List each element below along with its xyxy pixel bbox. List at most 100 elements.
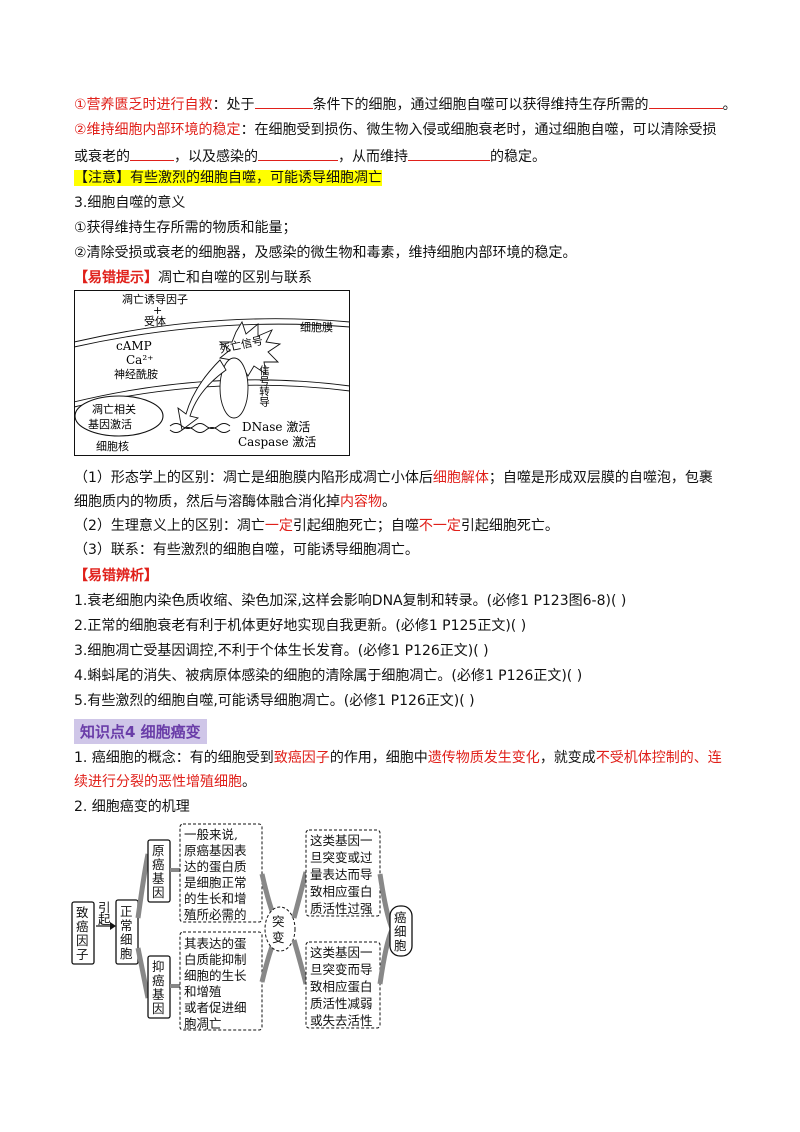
significance-2: ②清除受损或衰老的细胞器，及感染的微生物和毒素，维持细胞内部环境的稳定。 — [74, 245, 577, 261]
gene-activation-line1: 凋亡相关 — [92, 402, 136, 416]
supp-desc-text: 其表达的蛋 白质能抑制 细胞的生长 和增殖 或者促进细 胞凋亡 — [184, 936, 247, 1031]
nucleus-label: 细胞核 — [96, 439, 129, 453]
quiz-item-1: 1.衰老细胞内染色质收缩、染色加深,这样会影响DNA复制和转录。(必修1 P12… — [74, 593, 627, 609]
diff-1-red2: 内容物 — [340, 494, 382, 510]
diff-1-red: 细胞解体 — [432, 470, 489, 486]
point-2-label: ②维持细胞内部环境的稳定 — [74, 122, 241, 138]
svg-text:量表达而导: 量表达而导 — [310, 867, 373, 882]
svg-text:因: 因 — [76, 933, 89, 948]
blank-5[interactable] — [408, 146, 490, 161]
autophagy-point-2: ②维持细胞内部环境的稳定：在细胞受到损伤、微生物入侵或细胞衰老时，通过细胞自噬，… — [74, 120, 717, 140]
cancer-mechanism-diagram: 致 癌 因 子 引 起 正 常 细 胞 原 癌 基 因 抑 癌 基 因 一般来说… — [71, 823, 413, 1031]
significance-title: 3.细胞自噬的意义 — [74, 195, 186, 211]
svg-text:和增殖: 和增殖 — [184, 984, 222, 999]
blank-1[interactable] — [254, 94, 313, 109]
diff-2-red2: 不一定 — [418, 518, 461, 534]
quiz-item-2: 2.正常的细胞衰老有利于机体更好地实现自我更新。(必修1 P125正文)( ) — [74, 618, 527, 634]
proto-desc-box — [179, 823, 263, 923]
autophagy-point-1: ①营养匮乏时进行自救：处于条件下的细胞，通过细胞自噬可以获得维持生存所需的。 — [74, 94, 737, 115]
concept-end: 。 — [242, 774, 256, 790]
point-1-label: ①营养匮乏时进行自救 — [74, 97, 213, 113]
svg-text:这类基因一: 这类基因一 — [310, 833, 373, 848]
cancer-concept-cont: 续进行分裂的恶性增殖细胞。 — [74, 772, 256, 792]
dnase-label: DNase 激活 — [242, 420, 310, 434]
cancer-cell-text: 癌 细 胞 — [394, 910, 407, 953]
cancer-cell-box — [389, 905, 413, 957]
difference-1: （1）形态学上的区别：凋亡是细胞膜内陷形成凋亡小体后细胞解体；自噬是形成双层膜的… — [74, 468, 713, 488]
svg-text:抑: 抑 — [152, 959, 165, 974]
svg-text:的生长和增: 的生长和增 — [184, 891, 247, 906]
svg-text:癌: 癌 — [152, 973, 165, 988]
diff-2-red: 一定 — [264, 518, 293, 534]
point-2-text-c: ，以及感染的 — [174, 149, 258, 165]
camp-label: cAMP — [116, 339, 152, 353]
autophagy-point-2-cont: 或衰老的，以及感染的，从而维持的稳定。 — [74, 146, 546, 167]
svg-text:这类基因一: 这类基因一 — [310, 945, 373, 960]
svg-text:因: 因 — [152, 1001, 165, 1016]
svg-text:殖所必需的: 殖所必需的 — [184, 907, 247, 922]
svg-text:细: 细 — [120, 932, 133, 947]
svg-text:质活性过强: 质活性过强 — [310, 901, 373, 916]
cancer-concept: 1. 癌细胞的概念：有的细胞受到致癌因子的作用，细胞中遗传物质发生变化，就变成不… — [74, 748, 722, 768]
svg-text:胞凋亡: 胞凋亡 — [184, 1016, 222, 1031]
svg-text:其表达的蛋: 其表达的蛋 — [184, 936, 247, 951]
diff-1-d: 。 — [382, 494, 396, 510]
svg-text:致相应蛋白: 致相应蛋白 — [310, 884, 373, 899]
blank-4[interactable] — [258, 146, 338, 161]
concept-red3: 不受机体控制的、连 — [595, 750, 722, 766]
concept-red2: 遗传物质发生变化 — [427, 750, 540, 766]
diff-1-c: 细胞质内的物质，然后与溶酶体融合消化掉 — [74, 494, 340, 510]
signal-ellipse — [219, 357, 249, 419]
receptor-label: 受体 — [144, 314, 166, 328]
tip-text: 凋亡和自噬的区别与联系 — [158, 270, 312, 286]
svg-text:正: 正 — [120, 904, 133, 919]
svg-text:旦突变而导: 旦突变而导 — [310, 962, 373, 977]
quiz-title: 【易错辨析】 — [74, 568, 158, 584]
concept-red4: 续进行分裂的恶性增殖细胞 — [74, 774, 242, 790]
ca-label: Ca²⁺ — [126, 353, 153, 367]
svg-text:白质能抑制: 白质能抑制 — [184, 952, 247, 967]
svg-text:致相应蛋白: 致相应蛋白 — [310, 979, 373, 994]
supp-result-text: 这类基因一 旦突变而导 致相应蛋白 质活性减弱 或失去活性 — [310, 945, 373, 1028]
protooncogene-text: 原 癌 基 因 — [152, 843, 165, 900]
diff-1-a: （1）形态学上的区别：凋亡是细胞膜内陷形成凋亡小体后 — [74, 470, 433, 486]
tip-line: 【易错提示】凋亡和自噬的区别与联系 — [74, 268, 312, 288]
blank-2[interactable] — [648, 94, 723, 109]
svg-text:致: 致 — [76, 905, 89, 920]
diff-2-a: （2）生理意义上的区别：凋亡 — [74, 518, 265, 534]
concept-red1: 致癌因子 — [273, 750, 330, 766]
difference-1-cont: 细胞质内的物质，然后与溶酶体融合消化掉内容物。 — [74, 492, 396, 512]
branch-up — [135, 853, 151, 919]
gene-ellipse — [74, 395, 164, 437]
mutation-text-1: 突 — [272, 914, 285, 929]
branch-down — [135, 947, 151, 999]
proto-result-text: 这类基因一 旦突变或过 量表达而导 致相应蛋白 质活性过强 — [310, 833, 373, 916]
concept-b: 的作用，细胞中 — [329, 750, 428, 766]
point-1-text-a: ：处于 — [212, 97, 255, 113]
svg-text:癌: 癌 — [394, 910, 407, 925]
blank-3[interactable] — [130, 146, 174, 161]
svg-text:癌: 癌 — [152, 857, 165, 872]
inducer-label: 凋亡诱导因子 — [122, 292, 188, 306]
point-2-text-d: ，从而维持 — [338, 149, 408, 165]
svg-text:一般来说,: 一般来说, — [184, 827, 238, 842]
caspase-label: Caspase 激活 — [238, 435, 316, 449]
point-1-end: 。 — [722, 97, 737, 113]
tip-label: 【易错提示】 — [74, 270, 158, 286]
note-highlight: 【注意】有些激烈的细胞自噬，可能诱导细胞凋亡 — [74, 168, 382, 188]
mutation-text-2: 变 — [272, 930, 285, 945]
carcinogen-box — [71, 901, 95, 965]
quiz-item-5: 5.有些激烈的细胞自噬,可能诱导细胞凋亡。(必修1 P126正文)( ) — [74, 693, 475, 709]
proto-desc-text: 一般来说, 原癌基因表 达的蛋白质 是细胞正常 的生长和增 殖所必需的 — [184, 827, 247, 922]
diff-1-b: ；自噬是形成双层膜的自噬泡，包裹 — [488, 470, 713, 486]
concept-c: ，就变成 — [539, 750, 596, 766]
membrane-label: 细胞膜 — [300, 321, 333, 334]
difference-2: （2）生理意义上的区别：凋亡一定引起细胞死亡；自噬不一定引起细胞死亡。 — [74, 516, 559, 536]
svg-text:旦突变或过: 旦突变或过 — [310, 850, 373, 865]
cause-label-2: 起 — [98, 912, 111, 927]
dna-strand — [169, 423, 231, 429]
svg-text:基: 基 — [152, 987, 165, 1002]
concept-a: 1. 癌细胞的概念：有的细胞受到 — [74, 750, 274, 766]
point-2-text-a: ：在细胞受到损伤、微生物入侵或细胞衰老时，通过细胞自噬，可以清除受损 — [240, 122, 717, 138]
point-2-text-b: 或衰老的 — [74, 149, 130, 165]
